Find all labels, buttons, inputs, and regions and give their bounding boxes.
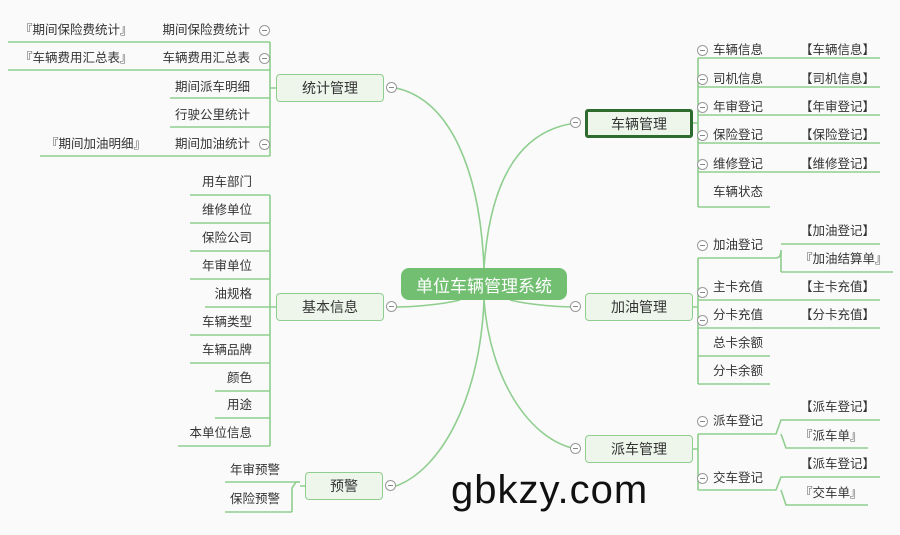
- collapse-icon[interactable]: [697, 416, 708, 427]
- vehicle-form[interactable]: 【年审登记】: [800, 99, 876, 114]
- collapse-icon[interactable]: [386, 82, 397, 93]
- fuel-item[interactable]: 总卡余额: [713, 335, 764, 350]
- basic-item[interactable]: 用途: [226, 397, 252, 412]
- basic-item[interactable]: 油规格: [214, 286, 252, 301]
- collapse-icon[interactable]: [697, 45, 708, 56]
- vehicle-item[interactable]: 保险登记: [713, 127, 764, 142]
- stats-item-insurance[interactable]: 期间保险费统计: [162, 22, 250, 37]
- alert-item-insurance[interactable]: 保险预警: [230, 491, 281, 506]
- basic-item[interactable]: 年审单位: [201, 258, 252, 273]
- basic-item[interactable]: 保险公司: [201, 230, 252, 245]
- basic-item[interactable]: 维修单位: [201, 202, 252, 217]
- fuel-form[interactable]: 【加油登记】: [800, 223, 876, 238]
- collapse-icon[interactable]: [570, 301, 581, 312]
- report-insurance[interactable]: 『期间保险费统计』: [20, 22, 133, 37]
- branch-fuel[interactable]: 加油管理: [585, 293, 693, 321]
- stats-item-expense[interactable]: 车辆费用汇总表: [162, 50, 250, 65]
- report-fuel[interactable]: 『期间加油明细』: [46, 136, 147, 151]
- root-node[interactable]: 单位车辆管理系统: [401, 268, 567, 300]
- fuel-item[interactable]: 加油登记: [713, 237, 764, 252]
- stats-item-mileage[interactable]: 行驶公里统计: [174, 107, 250, 122]
- collapse-icon[interactable]: [697, 473, 708, 484]
- alert-item-annual[interactable]: 年审预警: [230, 462, 281, 477]
- branch-alert[interactable]: 预警: [305, 472, 383, 500]
- basic-item[interactable]: 用车部门: [201, 174, 252, 189]
- branch-dispatch[interactable]: 派车管理: [585, 435, 693, 463]
- collapse-icon[interactable]: [697, 74, 708, 85]
- basic-item[interactable]: 车辆类型: [201, 314, 252, 329]
- branch-stats[interactable]: 统计管理: [276, 74, 384, 102]
- dispatch-form[interactable]: 【派车登记】: [800, 456, 876, 471]
- basic-item[interactable]: 本单位信息: [189, 425, 252, 440]
- collapse-icon[interactable]: [259, 53, 270, 64]
- basic-item[interactable]: 车辆品牌: [201, 342, 252, 357]
- collapse-icon[interactable]: [697, 287, 708, 298]
- vehicle-form[interactable]: 【司机信息】: [800, 71, 876, 86]
- basic-item[interactable]: 颜色: [226, 370, 252, 385]
- branch-basic[interactable]: 基本信息: [276, 293, 384, 321]
- watermark: gbkzy.com: [451, 468, 649, 512]
- fuel-item[interactable]: 分卡充值: [713, 307, 764, 322]
- collapse-icon[interactable]: [697, 315, 708, 326]
- fuel-form[interactable]: 『加油结算单』: [800, 251, 888, 266]
- collapse-icon[interactable]: [570, 117, 581, 128]
- dispatch-form[interactable]: 『交车单』: [800, 485, 863, 500]
- fuel-form[interactable]: 【主卡充值】: [800, 279, 876, 294]
- stats-item-dispatch[interactable]: 期间派车明细: [174, 79, 250, 94]
- fuel-item[interactable]: 主卡充值: [713, 279, 764, 294]
- vehicle-item[interactable]: 车辆信息: [713, 42, 764, 57]
- vehicle-item[interactable]: 司机信息: [713, 71, 764, 86]
- collapse-icon[interactable]: [570, 443, 581, 454]
- fuel-item[interactable]: 分卡余额: [713, 363, 764, 378]
- collapse-icon[interactable]: [386, 301, 397, 312]
- branch-vehicle[interactable]: 车辆管理: [585, 109, 693, 138]
- vehicle-item[interactable]: 维修登记: [713, 156, 764, 171]
- dispatch-item[interactable]: 交车登记: [713, 470, 764, 485]
- report-expense[interactable]: 『车辆费用汇总表』: [20, 50, 133, 65]
- vehicle-form[interactable]: 【维修登记】: [800, 156, 876, 171]
- dispatch-form[interactable]: 『派车单』: [800, 428, 863, 443]
- collapse-icon[interactable]: [697, 130, 708, 141]
- vehicle-form[interactable]: 【车辆信息】: [800, 42, 876, 57]
- collapse-icon[interactable]: [697, 102, 708, 113]
- dispatch-form[interactable]: 【派车登记】: [800, 399, 876, 414]
- collapse-icon[interactable]: [697, 240, 708, 251]
- vehicle-item[interactable]: 车辆状态: [713, 184, 764, 199]
- vehicle-form[interactable]: 【保险登记】: [800, 127, 876, 142]
- vehicle-item[interactable]: 年审登记: [713, 99, 764, 114]
- collapse-icon[interactable]: [259, 25, 270, 36]
- collapse-icon[interactable]: [259, 139, 270, 150]
- stats-item-fuel[interactable]: 期间加油统计: [174, 136, 250, 151]
- dispatch-item[interactable]: 派车登记: [713, 413, 764, 428]
- fuel-form[interactable]: 【分卡充值】: [800, 307, 876, 322]
- collapse-icon[interactable]: [385, 480, 396, 491]
- collapse-icon[interactable]: [697, 159, 708, 170]
